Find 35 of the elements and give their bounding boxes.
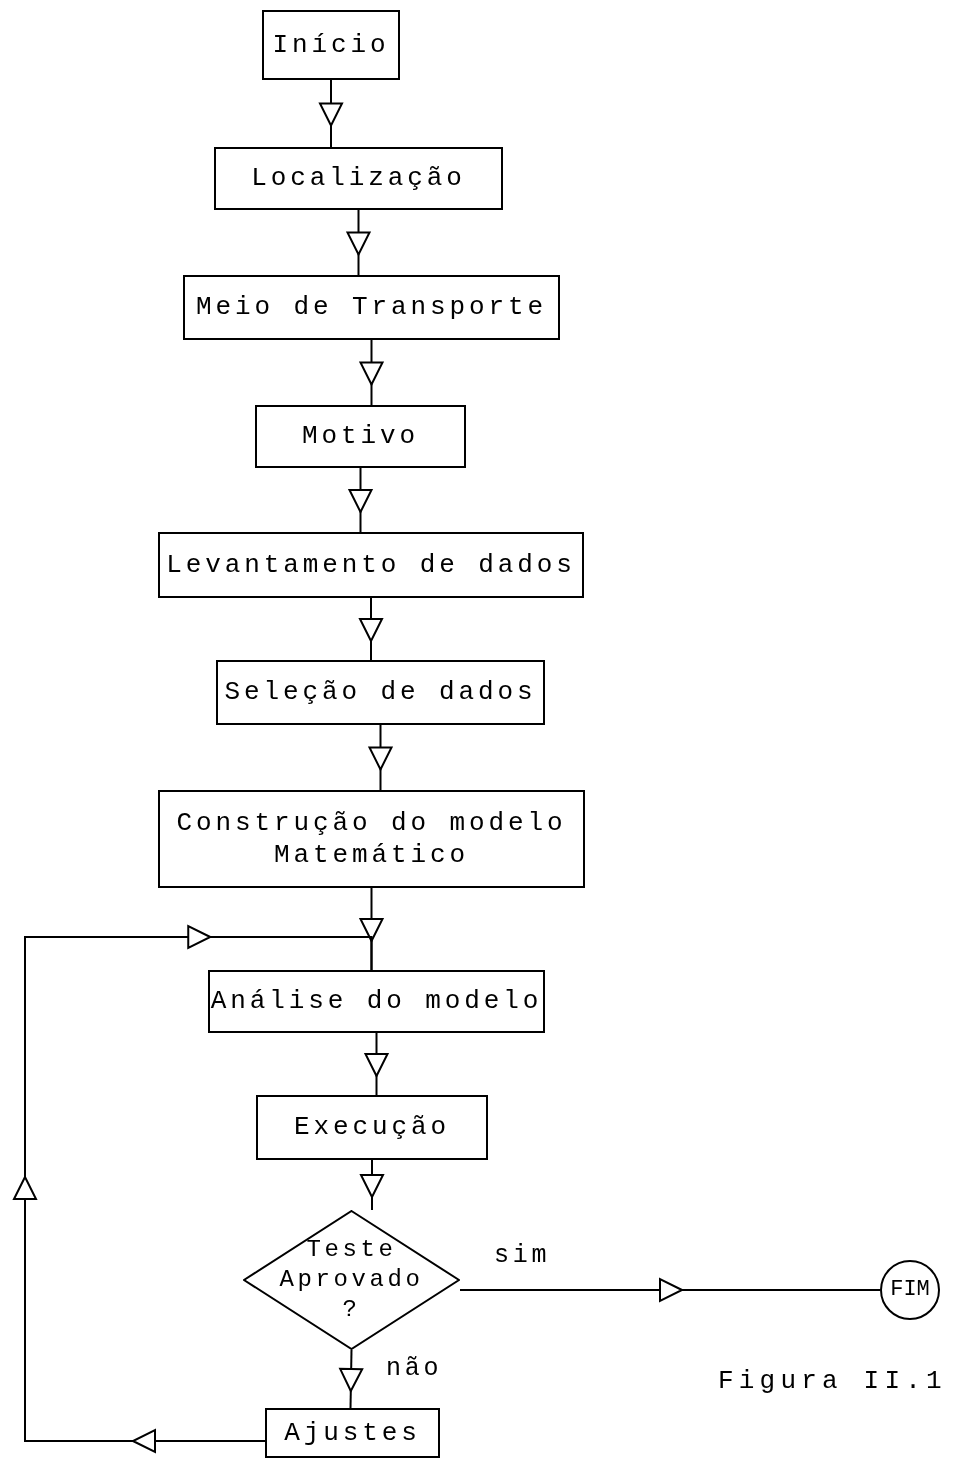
- process-box: [183, 275, 560, 340]
- node-label: Construção do modelo Matemático: [175, 806, 568, 872]
- process-box: [216, 660, 545, 725]
- node-label: Início: [272, 28, 390, 62]
- node-label: Seleção de dados: [224, 676, 537, 709]
- node-label: Meio de Transporte: [195, 291, 547, 324]
- arrow: [358, 339, 385, 406]
- arrow: [359, 1159, 385, 1211]
- node-label: Ajustes: [284, 1416, 421, 1450]
- arrow: [363, 1032, 390, 1096]
- process-box: [256, 1095, 488, 1160]
- node-label: Motivo: [302, 420, 419, 453]
- arrow: [338, 1349, 364, 1409]
- process-box: [262, 10, 400, 80]
- arrow: [345, 209, 372, 276]
- node-label: Teste Aprovado ?: [278, 1235, 425, 1325]
- process-box: [265, 1408, 440, 1458]
- decision-diamond: [243, 1210, 460, 1350]
- process-box: [158, 532, 584, 598]
- arrow: [459, 1277, 881, 1303]
- process-box: [214, 147, 503, 210]
- node-label: Execução: [294, 1111, 450, 1144]
- node-label: Levantamento de dados: [166, 548, 576, 582]
- figure-caption: Figura II.1: [718, 1365, 947, 1398]
- arrow: [318, 79, 344, 148]
- arrow: [12, 924, 373, 1454]
- node-label: Localização: [251, 162, 466, 195]
- arrow: [367, 724, 394, 791]
- node-label: FIM: [890, 1276, 930, 1304]
- process-box: [208, 970, 545, 1033]
- process-box: [255, 405, 466, 468]
- arrow: [347, 467, 374, 533]
- arrow: [358, 597, 384, 661]
- process-box: [158, 790, 585, 888]
- node-label: Análise do modelo: [210, 985, 543, 1018]
